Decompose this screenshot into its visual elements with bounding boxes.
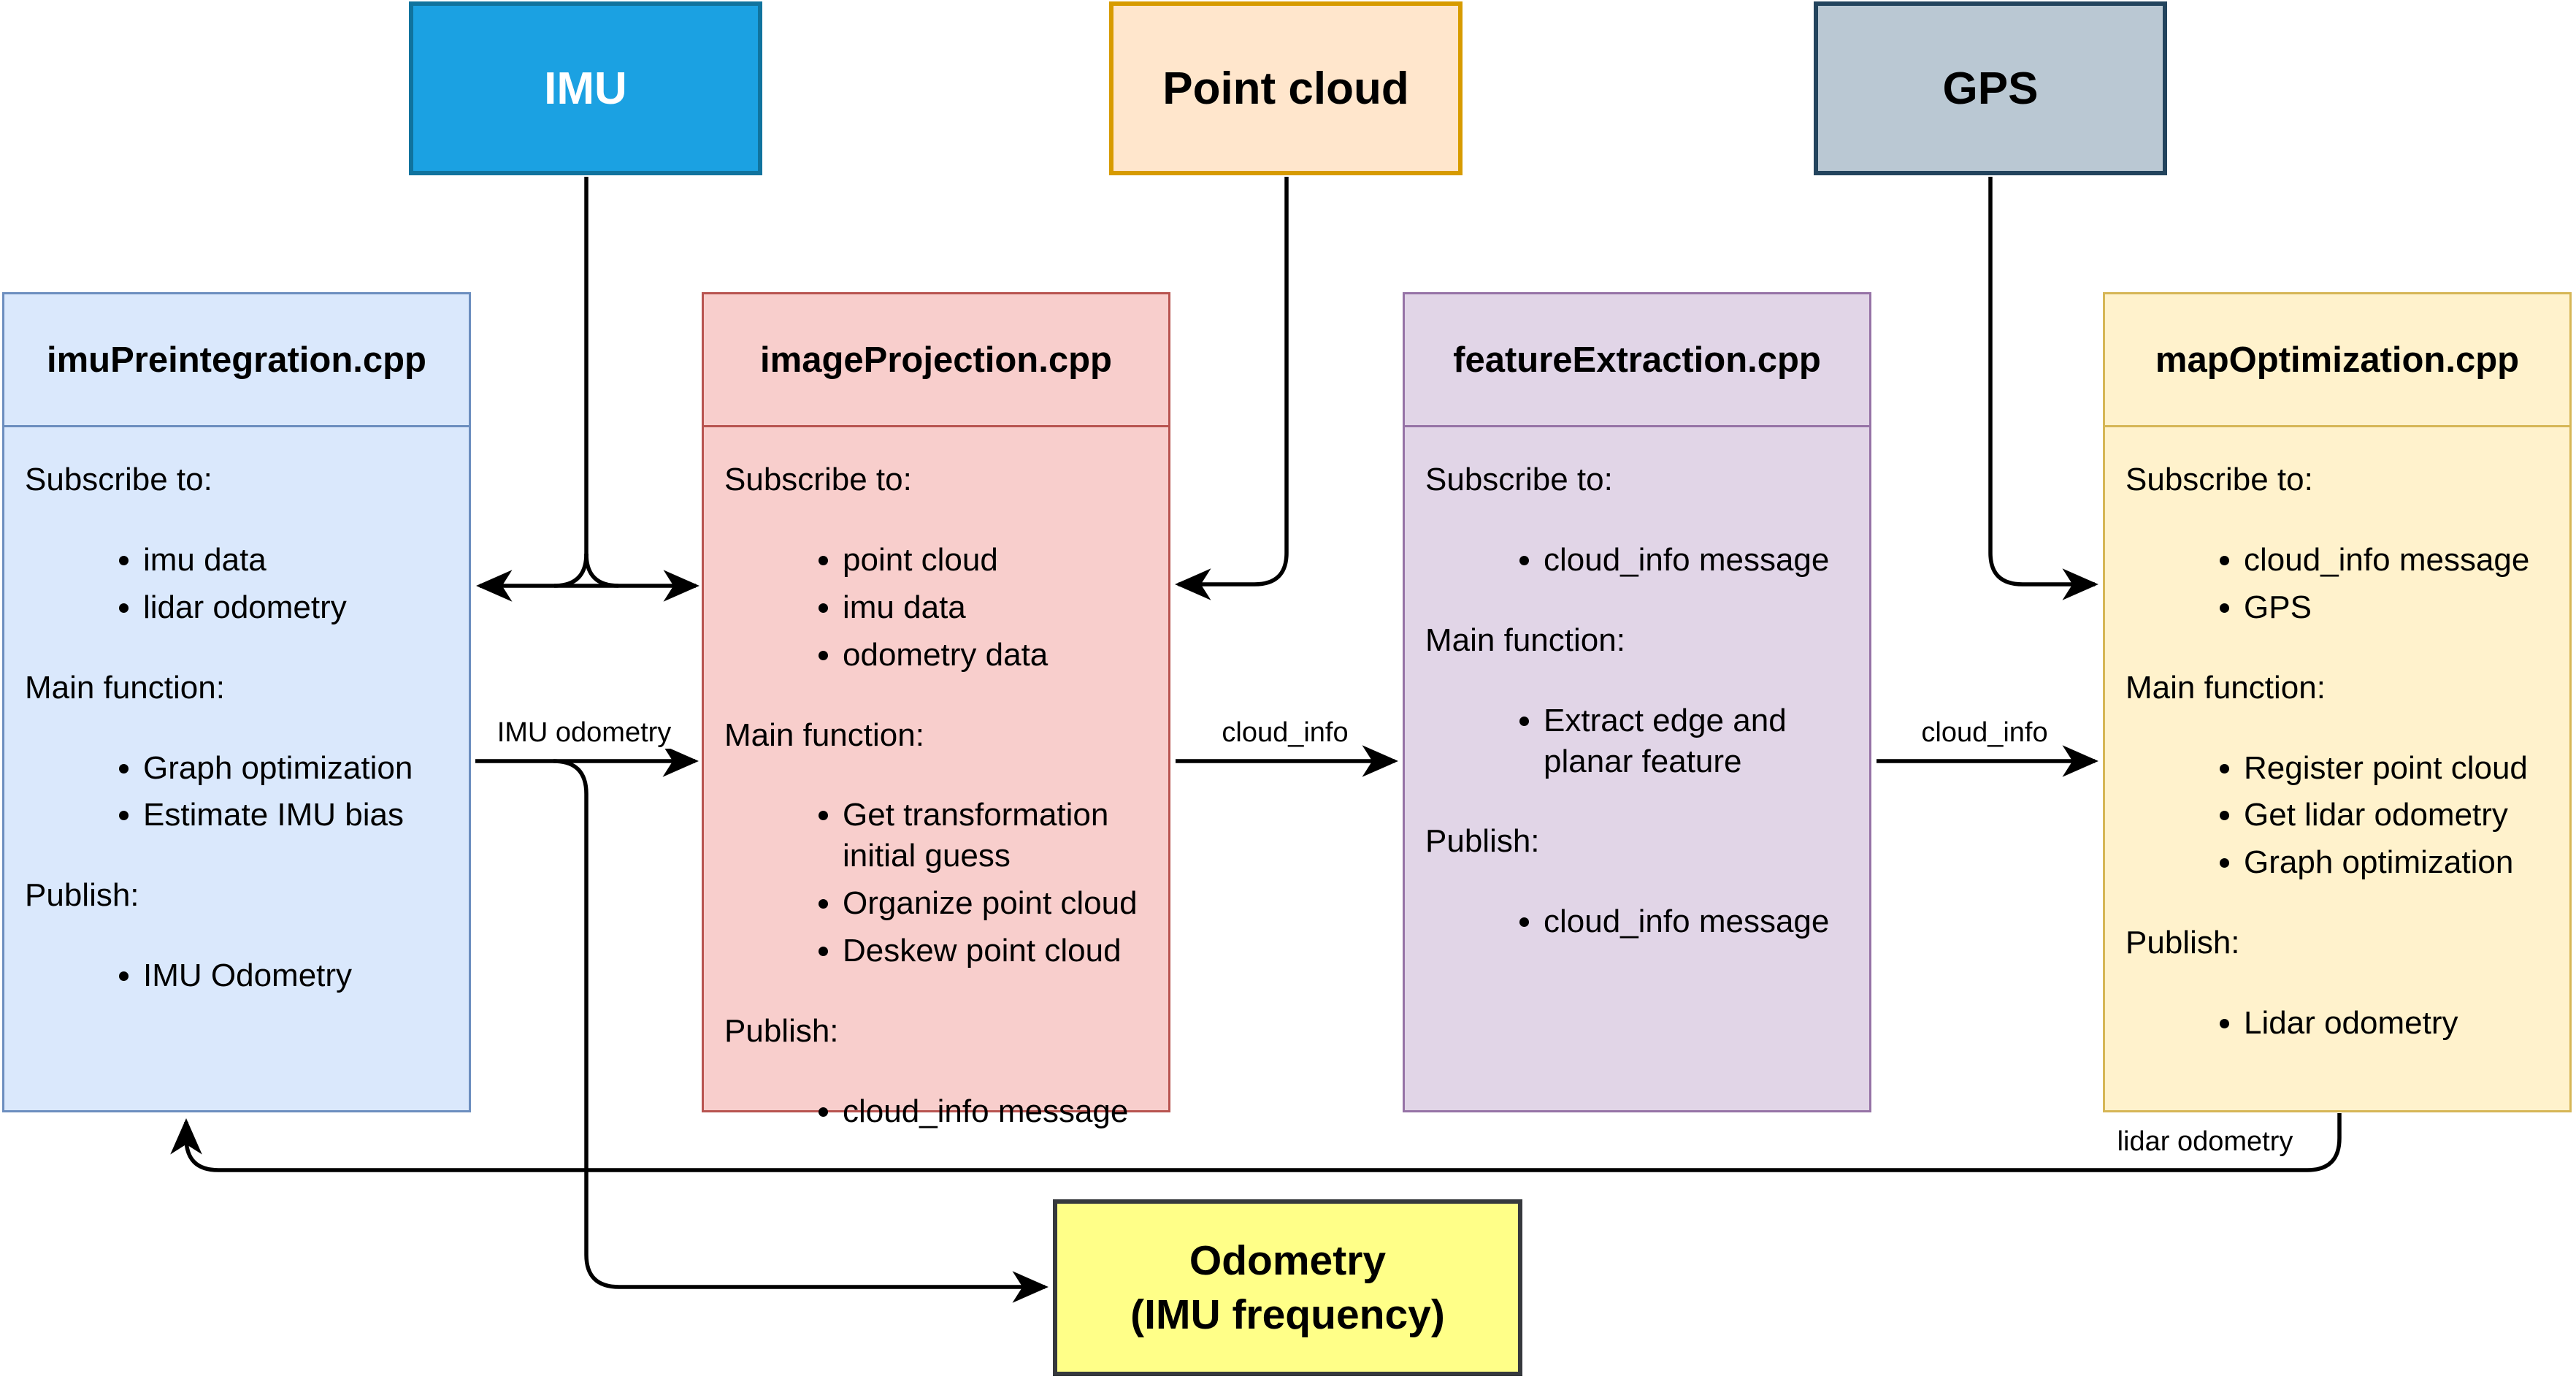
list-item: Get transformation initial guess <box>843 795 1155 876</box>
edge-imu-feed-fillet-left <box>553 553 589 588</box>
list-item: Estimate IMU bias <box>143 795 456 836</box>
list-item: Lidar odometry <box>2244 1003 2556 1044</box>
module-title: imageProjection.cpp <box>704 294 1168 427</box>
list-item: GPS <box>2244 587 2556 628</box>
node-image-projection: imageProjection.cpp Subscribe to: point … <box>702 292 1170 1129</box>
odometry-output-label-line2: (IMU frequency) <box>1130 1291 1445 1338</box>
gps-source-label: GPS <box>1942 63 2039 114</box>
bullet-list: IMU Odometry <box>25 955 456 996</box>
odometry-output-label-line1: Odometry <box>1189 1237 1387 1284</box>
list-item: lidar odometry <box>143 587 456 628</box>
edge-imu-feed-fillet-right <box>584 553 619 588</box>
node-imu-preintegration: imuPreintegration.cpp Subscribe to: imu … <box>2 292 471 1112</box>
section-heading: Subscribe to: <box>724 462 912 497</box>
list-item: Graph optimization <box>2244 842 2556 883</box>
bullet-list: cloud_info message <box>724 1091 1155 1132</box>
bullet-list: cloud_info message <box>1425 901 1856 942</box>
edge-pointcloud-feed <box>1175 177 1289 600</box>
bullet-list: cloud_info message <box>1425 540 1856 581</box>
section-heading: Main function: <box>1425 622 1625 658</box>
node-gps-source: GPS <box>1814 1 2167 175</box>
bullet-list: Lidar odometry <box>2125 1003 2556 1044</box>
edge-label-cloud-info-1: cloud_info <box>1217 717 1353 749</box>
list-item: Deskew point cloud <box>843 931 1155 971</box>
bullet-list: point cloud imu data odometry data <box>724 540 1155 676</box>
list-item: IMU Odometry <box>143 955 456 996</box>
module-body: Subscribe to: cloud_info message Main fu… <box>1405 427 1869 942</box>
list-item: cloud_info message <box>1544 901 1856 942</box>
edge-label-cloud-info-2: cloud_info <box>1917 717 2052 749</box>
bullet-list: Graph optimization Estimate IMU bias <box>25 748 456 836</box>
module-body: Subscribe to: cloud_info message GPS Mai… <box>2105 427 2569 1044</box>
module-title: mapOptimization.cpp <box>2105 294 2569 427</box>
module-title: imuPreintegration.cpp <box>4 294 469 427</box>
node-odometry-output: Odometry (IMU frequency) <box>1053 1199 1522 1376</box>
node-map-optimization: mapOptimization.cpp Subscribe to: cloud_… <box>2103 292 2572 1112</box>
bullet-list: cloud_info message GPS <box>2125 540 2556 628</box>
node-feature-extraction: featureExtraction.cpp Subscribe to: clou… <box>1403 292 1871 1112</box>
module-body: Subscribe to: point cloud imu data odome… <box>704 427 1168 1132</box>
edge-label-imu-odometry: IMU odometry <box>492 717 676 749</box>
section-heading: Publish: <box>724 1012 839 1049</box>
edge-lidar-odometry-feedback <box>170 1113 2342 1172</box>
section-heading: Publish: <box>1425 823 1540 860</box>
list-item: Register point cloud <box>2244 748 2556 789</box>
list-item: odometry data <box>843 635 1155 676</box>
section-heading: Publish: <box>2125 925 2240 961</box>
list-item: Extract edge and planar feature <box>1544 700 1856 782</box>
list-item: Get lidar odometry <box>2244 795 2556 836</box>
list-item: cloud_info message <box>843 1091 1155 1132</box>
list-item: Graph optimization <box>143 748 456 789</box>
list-item: Organize point cloud <box>843 883 1155 924</box>
imu-source-label: IMU <box>544 63 627 114</box>
node-pointcloud-source: Point cloud <box>1109 1 1463 175</box>
section-heading: Publish: <box>25 877 139 914</box>
module-body: Subscribe to: imu data lidar odometry Ma… <box>4 427 469 996</box>
section-heading: Main function: <box>2125 669 2326 706</box>
section-heading: Subscribe to: <box>1425 462 1613 497</box>
pointcloud-source-label: Point cloud <box>1162 63 1409 114</box>
list-item: cloud_info message <box>2244 540 2556 581</box>
bullet-list: Extract edge and planar feature <box>1425 700 1856 782</box>
module-title: featureExtraction.cpp <box>1405 294 1869 427</box>
edge-gps-feed <box>1988 177 2098 600</box>
bullet-list: imu data lidar odometry <box>25 540 456 628</box>
list-item: cloud_info message <box>1544 540 1856 581</box>
bullet-list: Get transformation initial guess Organiz… <box>724 795 1155 971</box>
bullet-list: Register point cloud Get lidar odometry … <box>2125 748 2556 884</box>
node-imu-source: IMU <box>409 1 762 175</box>
list-item: imu data <box>843 587 1155 628</box>
section-heading: Main function: <box>25 669 225 706</box>
list-item: point cloud <box>843 540 1155 581</box>
list-item: imu data <box>143 540 456 581</box>
section-heading: Subscribe to: <box>2125 462 2313 497</box>
section-heading: Main function: <box>724 717 924 753</box>
edge-label-lidar-odometry: lidar odometry <box>2112 1126 2298 1158</box>
section-heading: Subscribe to: <box>25 462 212 497</box>
